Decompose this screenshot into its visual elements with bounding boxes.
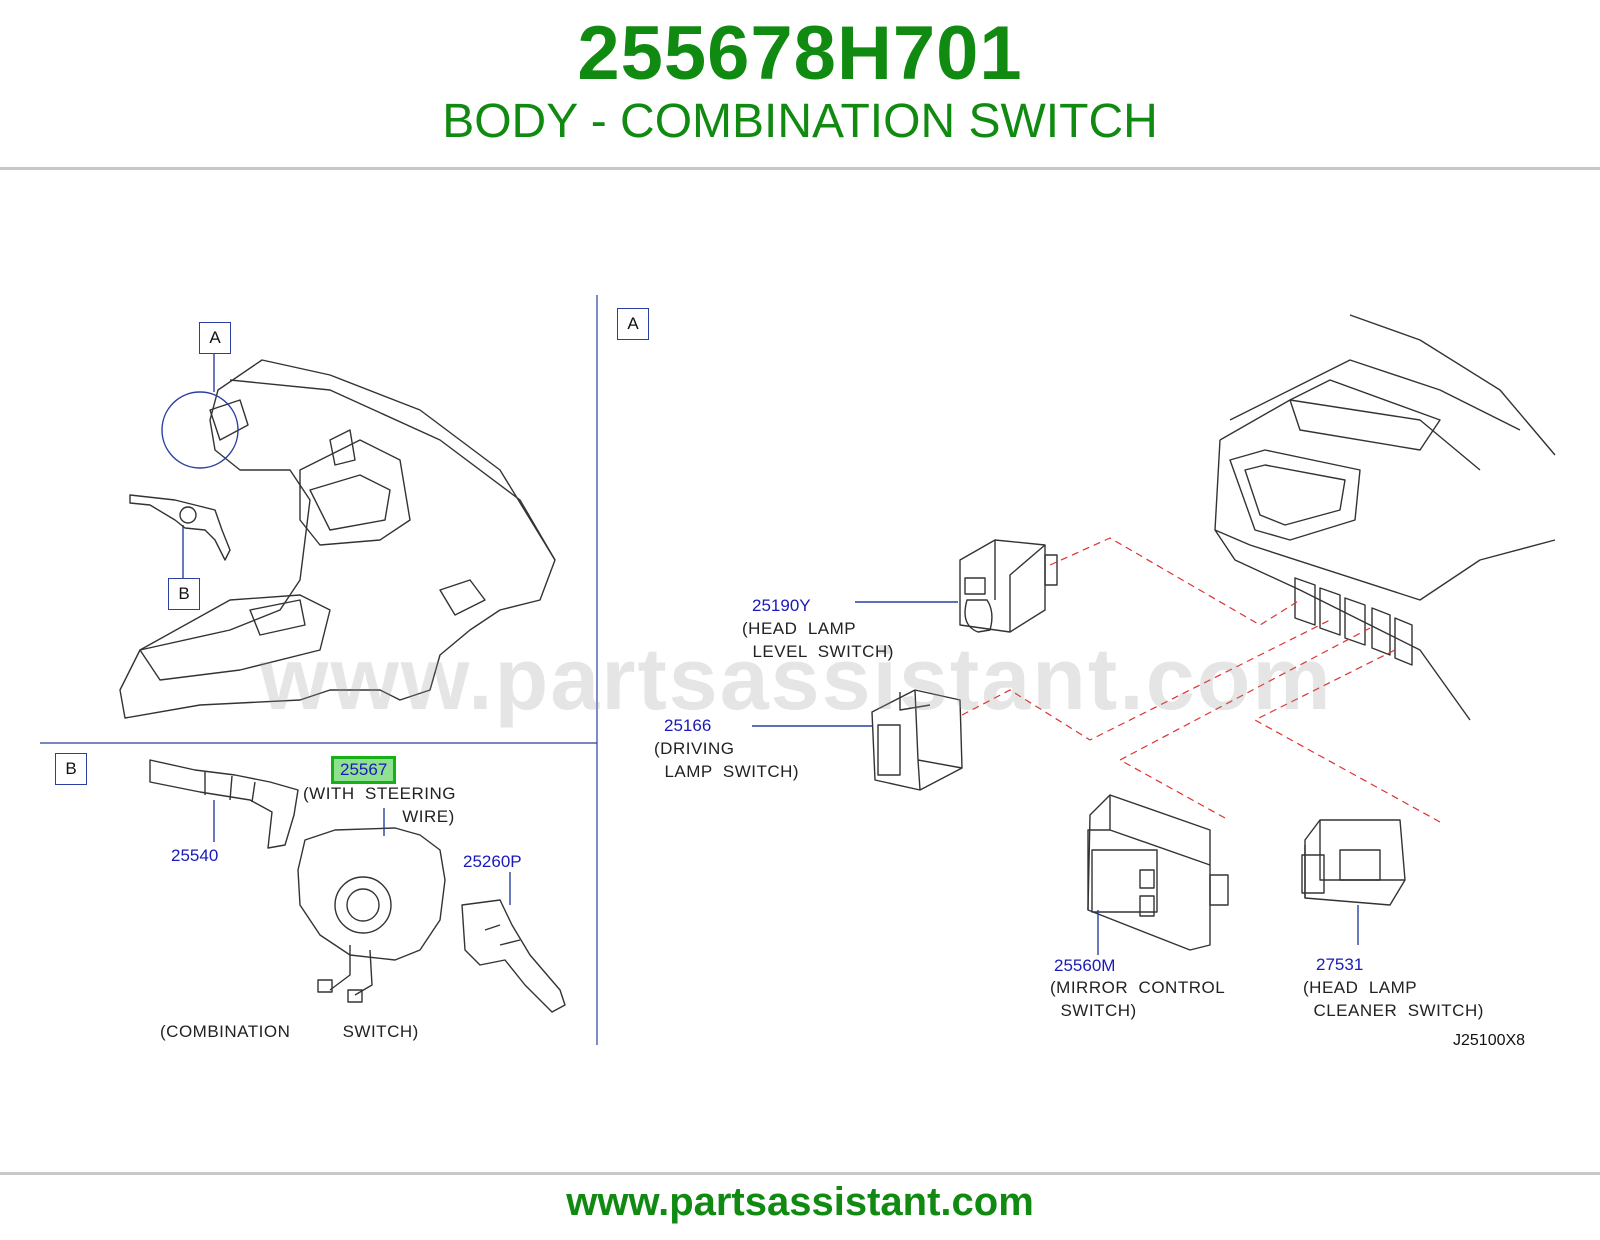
driving-lamp-switch-drawing xyxy=(752,689,963,791)
head-lamp-cleaner-switch-drawing xyxy=(1301,819,1406,945)
callout-25560m[interactable]: 25560M xyxy=(1054,956,1116,975)
mirror-control-switch-drawing xyxy=(1087,794,1229,955)
callout-25567[interactable]: 25567 xyxy=(331,756,397,784)
callout-27531[interactable]: 27531 xyxy=(1316,955,1364,974)
page-header: 255678H701 BODY - COMBINATION SWITCH xyxy=(0,0,1600,168)
callout-25166[interactable]: 25166 xyxy=(664,716,712,735)
combination-switch-drawing xyxy=(149,759,566,1013)
callout-25190y-description: (HEAD LAMP LEVEL SWITCH) xyxy=(742,619,894,661)
combination-switch-caption: (COMBINATION SWITCH) xyxy=(160,1022,419,1041)
inset-label-b-section: B xyxy=(55,753,87,785)
watermark: www.partsassistant.com xyxy=(260,629,1333,728)
inset-label-b-overview: B xyxy=(168,578,200,610)
footer-divider xyxy=(0,1172,1600,1175)
callout-25260p[interactable]: 25260P xyxy=(463,852,522,871)
installation-leader-lines xyxy=(961,537,1441,823)
callout-25190y[interactable]: 25190Y xyxy=(752,596,811,615)
drawing-code: J25100X8 xyxy=(1453,1032,1526,1049)
callout-25540[interactable]: 25540 xyxy=(171,846,219,865)
header-divider xyxy=(0,167,1600,170)
callout-25166-description: (DRIVING LAMP SWITCH) xyxy=(654,739,800,781)
head-lamp-level-switch-drawing xyxy=(855,539,1058,633)
dashboard-overview-drawing xyxy=(119,352,556,719)
footer-url[interactable]: www.partsassistant.com xyxy=(566,1180,1034,1224)
callout-25567-description: (WITH STEERING WIRE) xyxy=(303,784,456,826)
diagram-title: BODY - COMBINATION SWITCH xyxy=(442,95,1158,148)
inset-label-a-section: A xyxy=(617,308,649,340)
instrument-panel-drawing xyxy=(1214,314,1556,721)
callout-25560m-description: (MIRROR CONTROL SWITCH) xyxy=(1050,978,1226,1020)
part-number-title: 255678H701 xyxy=(577,11,1023,96)
callout-27531-description: (HEAD LAMP CLEANER SWITCH) xyxy=(1303,978,1484,1020)
inset-label-a-overview: A xyxy=(199,322,231,354)
